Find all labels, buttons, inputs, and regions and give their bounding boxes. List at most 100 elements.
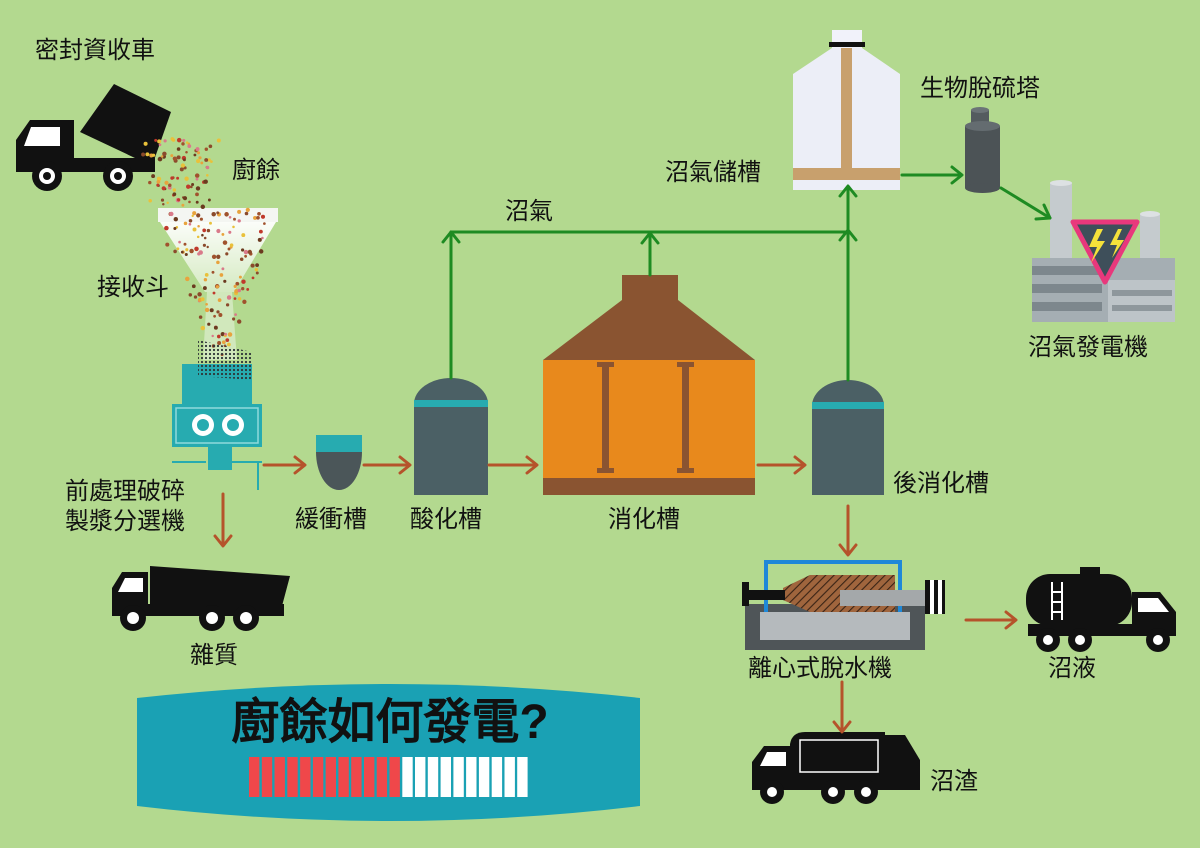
food-waste-particle bbox=[210, 160, 213, 163]
food-waste-particle bbox=[255, 263, 259, 267]
food-waste-particle bbox=[180, 250, 184, 254]
food-waste-particle bbox=[184, 176, 189, 181]
food-waste-particle bbox=[213, 325, 218, 330]
food-waste-particle bbox=[227, 247, 231, 251]
progress-segment-filled bbox=[351, 757, 362, 797]
truck-wheel bbox=[821, 780, 845, 804]
food-waste-particle bbox=[223, 279, 227, 283]
machine-body bbox=[172, 404, 262, 447]
food-waste-particle bbox=[207, 322, 211, 326]
solid-digestate-garbage-truck-icon bbox=[752, 732, 920, 804]
arrow-digester-gas-up bbox=[640, 231, 660, 277]
food-waste-particle bbox=[207, 198, 211, 202]
arrow-tower-to-generator bbox=[999, 186, 1052, 221]
food-waste-particle bbox=[241, 233, 246, 238]
anaerobic-digester bbox=[543, 275, 755, 495]
food-waste-particle bbox=[225, 338, 230, 342]
label-centrifuge: 離心式脫水機 bbox=[748, 655, 892, 682]
food-waste-particle bbox=[172, 156, 177, 161]
truck-wheel bbox=[760, 780, 784, 804]
food-waste-particle bbox=[233, 284, 237, 289]
digester-pillar bbox=[677, 362, 694, 473]
food-waste-particle bbox=[237, 219, 241, 223]
food-waste-particle bbox=[182, 138, 186, 142]
buffer-tank bbox=[316, 435, 362, 490]
food-waste-particle bbox=[244, 211, 249, 216]
label-pretreatment-line2: 製漿分選機 bbox=[65, 508, 185, 535]
food-waste-particle bbox=[158, 143, 162, 147]
digester-base bbox=[543, 478, 755, 495]
food-waste-particle bbox=[258, 249, 264, 254]
label-biogas-storage: 沼氣儲槽 bbox=[665, 159, 761, 186]
progress-segment-filled bbox=[312, 757, 324, 797]
centrifuge-base-inner bbox=[760, 612, 910, 640]
food-waste-particle bbox=[232, 317, 236, 321]
food-waste-particle bbox=[222, 240, 228, 245]
food-waste-particle bbox=[256, 215, 260, 220]
dump-truck-window bbox=[118, 578, 143, 592]
food-waste-particle bbox=[204, 147, 209, 151]
food-waste-particle bbox=[202, 286, 207, 291]
food-waste-particle bbox=[224, 212, 229, 217]
food-waste-particle bbox=[188, 222, 192, 226]
food-waste-particle bbox=[183, 221, 188, 226]
food-waste-particle bbox=[156, 180, 161, 184]
food-waste-particle bbox=[169, 211, 174, 217]
label-sealed-truck: 密封資收車 bbox=[35, 37, 155, 64]
arrow-crusher-to-buffer bbox=[262, 455, 307, 475]
progress-segment-empty bbox=[402, 757, 413, 797]
progress-segment-filled bbox=[376, 757, 388, 797]
digester-roof bbox=[543, 300, 755, 360]
food-waste-particle bbox=[241, 248, 245, 252]
food-waste-particle bbox=[192, 227, 197, 232]
food-waste-particle bbox=[242, 299, 247, 304]
food-waste-particle bbox=[213, 314, 216, 318]
food-waste-particle bbox=[246, 287, 250, 291]
food-waste-particle bbox=[195, 186, 201, 191]
impurities-dump-truck-icon bbox=[112, 566, 290, 631]
food-waste-particle bbox=[204, 158, 209, 162]
pulp-mesh bbox=[198, 340, 252, 380]
food-waste-particle bbox=[185, 248, 189, 252]
food-waste-particle bbox=[233, 297, 237, 300]
food-waste-particle bbox=[227, 342, 231, 347]
food-waste-particle bbox=[216, 260, 220, 265]
food-waste-particle bbox=[257, 211, 261, 216]
food-waste-particle bbox=[198, 250, 203, 255]
food-waste-particle bbox=[191, 284, 196, 289]
tanker-window bbox=[1138, 598, 1169, 612]
food-waste-particle bbox=[197, 292, 202, 297]
label-liquid-digestate: 沼液 bbox=[1048, 655, 1096, 682]
food-waste-particle bbox=[162, 151, 167, 157]
progress-segment-empty bbox=[440, 757, 451, 797]
food-waste-particle bbox=[237, 297, 242, 301]
food-waste-particle bbox=[239, 257, 244, 261]
food-waste-particle bbox=[260, 214, 266, 219]
food-waste-particle bbox=[151, 153, 156, 157]
food-waste-particle bbox=[216, 254, 221, 259]
machine-outlet bbox=[208, 447, 232, 470]
food-waste-particle bbox=[220, 332, 225, 337]
food-waste-particle bbox=[221, 267, 225, 271]
food-waste-particle bbox=[234, 289, 239, 294]
food-waste-particle bbox=[198, 156, 202, 160]
food-waste-particle bbox=[224, 332, 228, 336]
food-waste-particle bbox=[200, 325, 205, 331]
process-flow-arrows bbox=[213, 455, 1018, 734]
tanker-hatch bbox=[1080, 567, 1100, 575]
food-waste-particle bbox=[216, 228, 221, 234]
label-biogas-generator: 沼氣發電機 bbox=[1028, 334, 1148, 361]
food-waste-particle bbox=[180, 163, 186, 168]
food-waste-particle bbox=[205, 165, 210, 170]
food-waste-particle bbox=[195, 177, 199, 181]
truck-wheel bbox=[199, 605, 225, 631]
food-waste-particle bbox=[237, 288, 242, 293]
food-waste-particle bbox=[212, 291, 216, 295]
food-waste-particle bbox=[170, 137, 175, 141]
label-desulfurization-tower: 生物脫硫塔 bbox=[920, 75, 1040, 102]
compactor-body bbox=[790, 732, 885, 780]
food-waste-particle bbox=[199, 217, 203, 221]
food-waste-particle bbox=[157, 139, 162, 144]
food-waste-particle bbox=[200, 204, 206, 210]
food-waste-particle bbox=[250, 263, 255, 268]
